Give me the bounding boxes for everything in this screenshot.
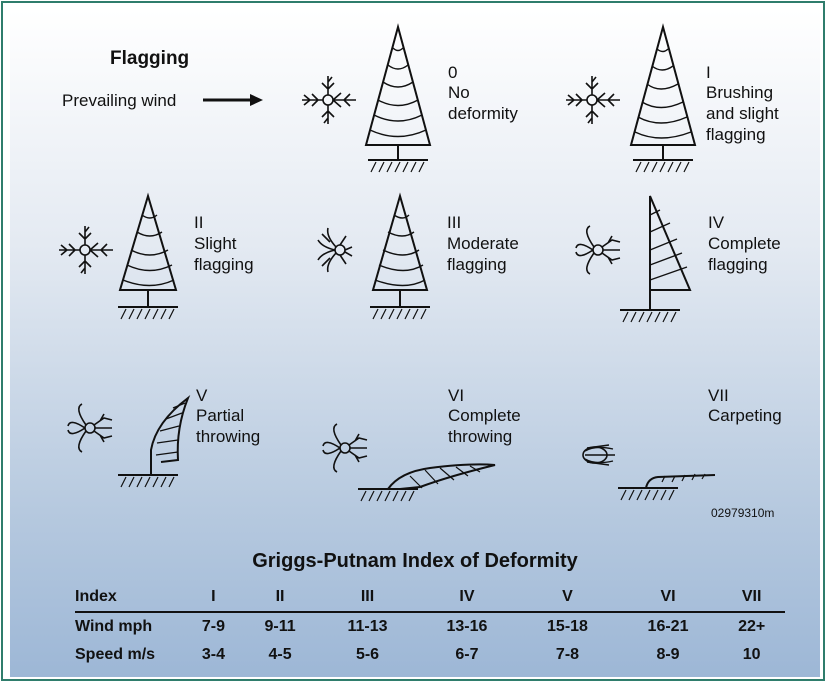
header-cell: IV (459, 588, 475, 605)
table-cell: 15-18 (547, 618, 588, 635)
figure-panel: Flagging Prevailing wind 0 No deformity … (10, 10, 820, 677)
header-cell: I (211, 588, 216, 605)
table-cell: Speed m/s (75, 646, 156, 663)
illustrations (58, 23, 716, 502)
class-4-description: Complete flagging (708, 234, 781, 274)
table-cell: 9-11 (264, 618, 296, 635)
table-row: Speed m/s 3-4 4-5 5-6 6-7 7-8 8-9 10 (75, 641, 785, 669)
class-0-description: No deformity (448, 83, 518, 123)
class-2-numeral: II (194, 213, 204, 232)
table-header-row: Index I II III IV V VI VII (75, 583, 785, 612)
tree-class-6 (322, 423, 496, 502)
table-cell: 11-13 (347, 618, 388, 635)
table-cell: 10 (742, 646, 761, 663)
figure-code: 02979310m (711, 506, 775, 520)
tree-class-5 (67, 395, 191, 488)
deformity-index-table: Index I II III IV V VI VII Wind mph 7-9 … (75, 583, 785, 669)
header-cell: III (360, 588, 375, 605)
class-7-numeral: VII (708, 386, 729, 405)
class-4-numeral: IV (708, 213, 725, 232)
header-cell: V (562, 588, 573, 605)
table-cell: 8-9 (656, 646, 680, 663)
table-cell: Wind mph (75, 618, 153, 635)
class-5-description: Partial throwing (196, 406, 261, 446)
class-3-description: Moderate flagging (447, 234, 519, 274)
tree-class-7 (582, 444, 716, 501)
table-cell: 6-7 (455, 646, 479, 663)
table-row: Wind mph 7-9 9-11 11-13 13-16 15-18 16-2… (75, 612, 785, 641)
class-5-numeral: V (196, 386, 208, 405)
header-cell: VII (741, 588, 762, 605)
tree-class-1 (565, 23, 697, 173)
table-cell: 16-21 (647, 618, 689, 635)
class-1-numeral: I (706, 63, 711, 82)
header-cell: Index (75, 588, 117, 605)
tree-class-2 (58, 192, 179, 320)
class-3-numeral: III (447, 213, 462, 232)
header-cell: II (275, 588, 285, 605)
header-cell: VI (660, 588, 676, 605)
table-cell: 5-6 (355, 646, 380, 663)
tree-class-3 (317, 192, 431, 320)
section-heading: Flagging (110, 48, 190, 69)
prevailing-wind-label: Prevailing wind (62, 91, 177, 110)
table-cell: 7-9 (201, 618, 225, 635)
class-0-numeral: 0 (448, 63, 458, 82)
class-2-description: Slight flagging (194, 234, 254, 274)
class-1-description: Brushing and slight flagging (706, 83, 779, 144)
class-7-description: Carpeting (708, 406, 782, 425)
tree-class-0 (301, 23, 432, 173)
table-cell: 3-4 (201, 646, 225, 663)
class-6-description: Complete throwing (448, 406, 521, 446)
table-cell: 7-8 (555, 646, 580, 663)
table-cell: 22+ (738, 618, 766, 635)
class-6-numeral: VI (448, 386, 465, 405)
tree-class-4 (575, 195, 692, 323)
table-title: Griggs-Putnam Index of Deformity (252, 550, 578, 572)
table-cell: 13-16 (446, 618, 488, 635)
table-cell: 4-5 (268, 646, 292, 663)
wind-arrow-icon (203, 94, 263, 106)
